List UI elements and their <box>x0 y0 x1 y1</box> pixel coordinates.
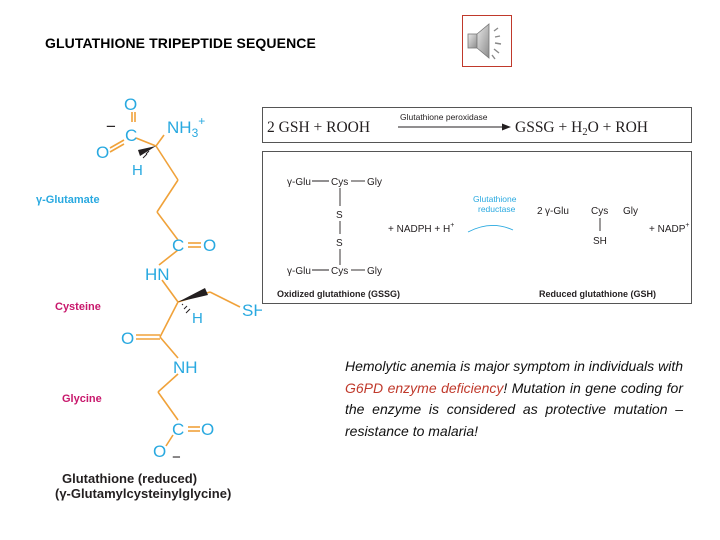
atom-o-amide2: O <box>121 329 134 348</box>
atom-h-cys: H <box>192 310 203 327</box>
structure-caption-2: (γ-Glutamylcysteinylglycine) <box>55 486 231 501</box>
product-gly: Gly <box>623 206 638 217</box>
peroxidase-reaction: 2 GSH + ROOH Glutathione peroxidase GSSG… <box>267 112 648 138</box>
reagent-nadph-text: + NADPH + H <box>388 224 450 235</box>
top-chain-gly: Gly <box>367 177 382 188</box>
g6pd-highlight: G6PD enzyme deficiency <box>345 379 504 396</box>
atom-hn: HN <box>145 265 170 284</box>
atom-c-carboxyl: C <box>125 126 137 145</box>
nh3-text: NH <box>167 118 192 137</box>
product-cys: Cys <box>591 206 608 217</box>
product-nadp: + NADP+ <box>649 222 690 235</box>
structure-caption-1: Glutathione (reduced) <box>62 471 197 486</box>
reaction1-enzyme: Glutathione peroxidase <box>400 112 488 122</box>
atom-c-gly: C <box>172 420 184 439</box>
atom-sh: SH <box>242 301 262 320</box>
glutathione-structure: O C − O NH3+ H γ-Glutamate C O HN Cystei… <box>36 95 262 501</box>
reduced-glutathione-label: Reduced glutathione (GSH) <box>539 289 656 299</box>
reaction1-arrowhead <box>502 123 511 131</box>
bottom-chain-gly: Gly <box>367 266 382 277</box>
wedge-bond <box>178 288 208 302</box>
product-glu: γ-Glu <box>545 206 569 217</box>
atom-o-gly: O <box>201 420 214 439</box>
hemolytic-anemia-note: Hemolytic anemia is major symptom in ind… <box>345 356 683 442</box>
wedge-bond <box>138 146 156 156</box>
glycine-label: Glycine <box>62 393 102 405</box>
amine-nh3: NH3+ <box>167 114 205 140</box>
reaction1-right: GSSG + H2O + ROH <box>515 119 648 138</box>
reaction1-rest: O + ROH <box>588 119 648 136</box>
disulfide-s1: S <box>336 210 343 221</box>
atom-o-gly2: O <box>153 442 166 461</box>
reagent-nadph: + NADPH + H+ <box>388 222 454 235</box>
top-chain-cys: Cys <box>331 177 348 188</box>
atom-c-amide1: C <box>172 236 184 255</box>
atom-nh: NH <box>173 358 198 377</box>
reductase-arrow <box>467 225 514 233</box>
note-part1: Hemolytic anemia is major symptom in ind… <box>345 358 683 374</box>
bottom-chain-cys: Cys <box>331 266 348 277</box>
top-chain-glu: γ-Glu <box>287 177 311 188</box>
reaction1-gssg: GSSG + H <box>515 119 582 136</box>
product-coefficient: 2 <box>537 206 543 217</box>
atom-o-amide1: O <box>203 236 216 255</box>
reductase-enzyme-line1: Glutathione <box>473 194 517 204</box>
reaction1-left: 2 GSH + ROOH <box>267 119 370 136</box>
atom-h-alpha: H <box>132 162 143 179</box>
note-part2: ! Mutation in gene coding for the enzyme… <box>345 379 684 439</box>
speaker-icon <box>467 23 502 60</box>
structure-bonds <box>109 112 241 447</box>
reagent-h-plus: + <box>450 222 454 229</box>
atom-o-left: O <box>96 143 109 162</box>
disulfide-s2: S <box>336 238 343 249</box>
reductase-reaction: γ-Glu Cys Gly S S γ-Glu Cys Gly + NADPH … <box>277 177 690 299</box>
charge-minus-gly: − <box>172 449 181 466</box>
charge-minus: − <box>106 117 116 136</box>
atom-o-top: O <box>124 95 137 114</box>
product-nadp-text: + NADP <box>649 224 686 235</box>
product-nadp-plus: + <box>685 222 689 229</box>
audio-button[interactable] <box>462 15 512 67</box>
peroxidase-reaction-box: 2 GSH + ROOH Glutathione peroxidase GSSG… <box>262 107 692 143</box>
oxidized-glutathione-label: Oxidized glutathione (GSSG) <box>277 289 400 299</box>
glutamate-label: γ-Glutamate <box>36 194 100 206</box>
cysteine-label: Cysteine <box>55 301 101 313</box>
bottom-chain-glu: γ-Glu <box>287 266 311 277</box>
product-sh: SH <box>593 236 607 247</box>
nh3-subscript: 3 <box>192 126 199 140</box>
reaction1-h2o-sub: 2 <box>582 127 587 138</box>
reductase-enzyme-line2: reductase <box>478 204 516 214</box>
slide-title: GLUTATHIONE TRIPEPTIDE SEQUENCE <box>45 35 316 51</box>
nh3-superscript: + <box>198 114 205 128</box>
reductase-reaction-box: γ-Glu Cys Gly S S γ-Glu Cys Gly + NADPH … <box>262 151 692 304</box>
hash-bond <box>142 147 191 314</box>
